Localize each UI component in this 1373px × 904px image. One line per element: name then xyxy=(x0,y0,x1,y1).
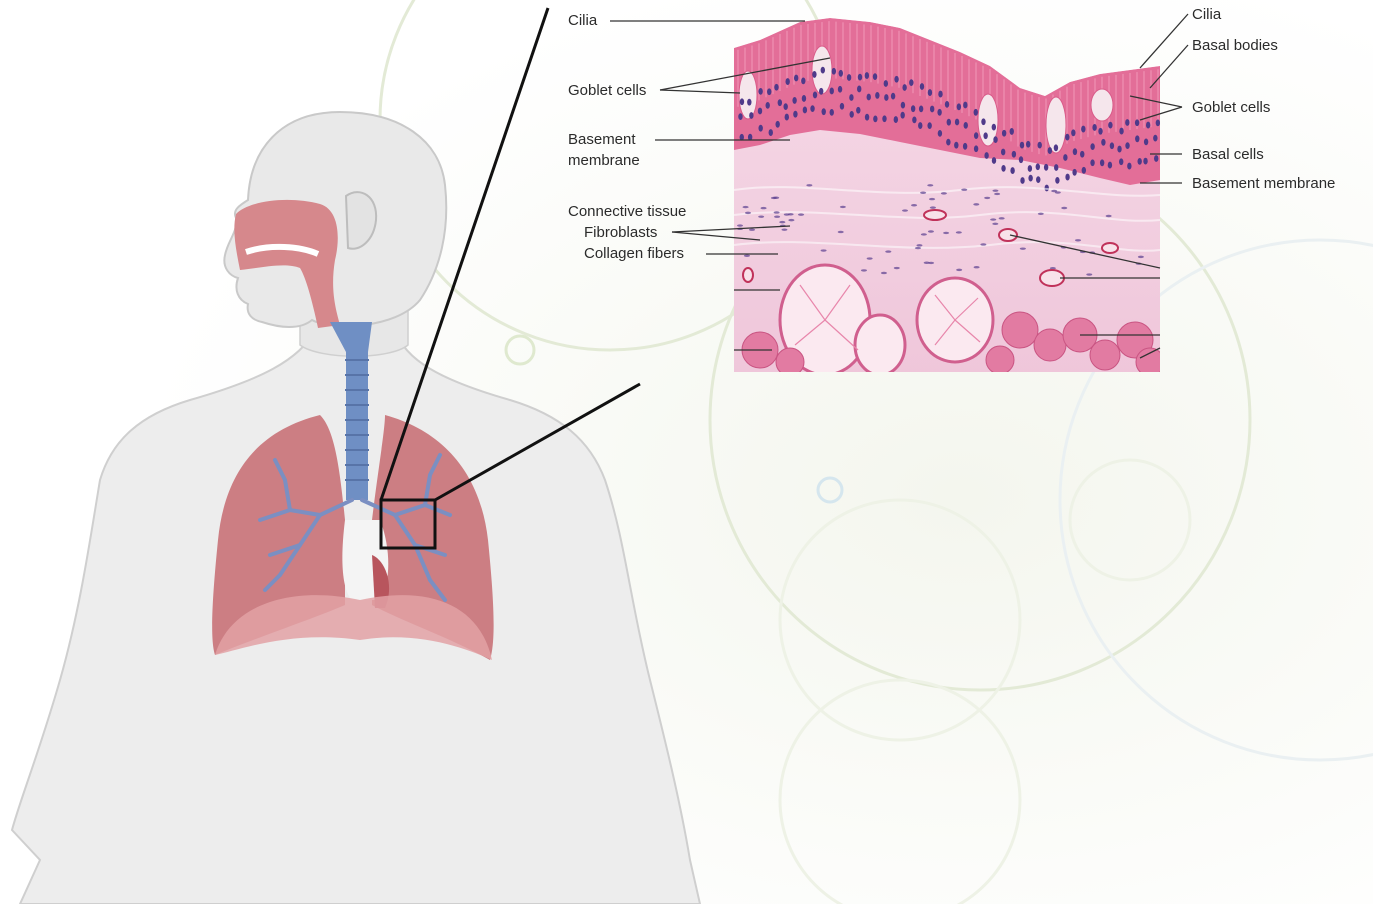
label-basal-cells: Basal cells xyxy=(1192,146,1264,164)
label-basement-membrane-left-2: membrane xyxy=(568,152,640,170)
label-goblet-cells-right: Goblet cells xyxy=(1192,99,1270,117)
label-basement-membrane-right: Basement membrane xyxy=(1192,175,1335,193)
label-collagen-fibers: Collagen fibers xyxy=(584,245,684,263)
label-fibroblasts: Fibroblasts xyxy=(584,224,657,242)
label-basement-membrane-left-1: Basement xyxy=(568,131,636,149)
label-basal-bodies: Basal bodies xyxy=(1192,37,1278,55)
label-cilia-left: Cilia xyxy=(568,12,597,30)
label-connective-tissue: Connective tissue xyxy=(568,203,686,221)
label-goblet-cells-left: Goblet cells xyxy=(568,82,646,100)
label-cilia-right: Cilia xyxy=(1192,6,1221,24)
